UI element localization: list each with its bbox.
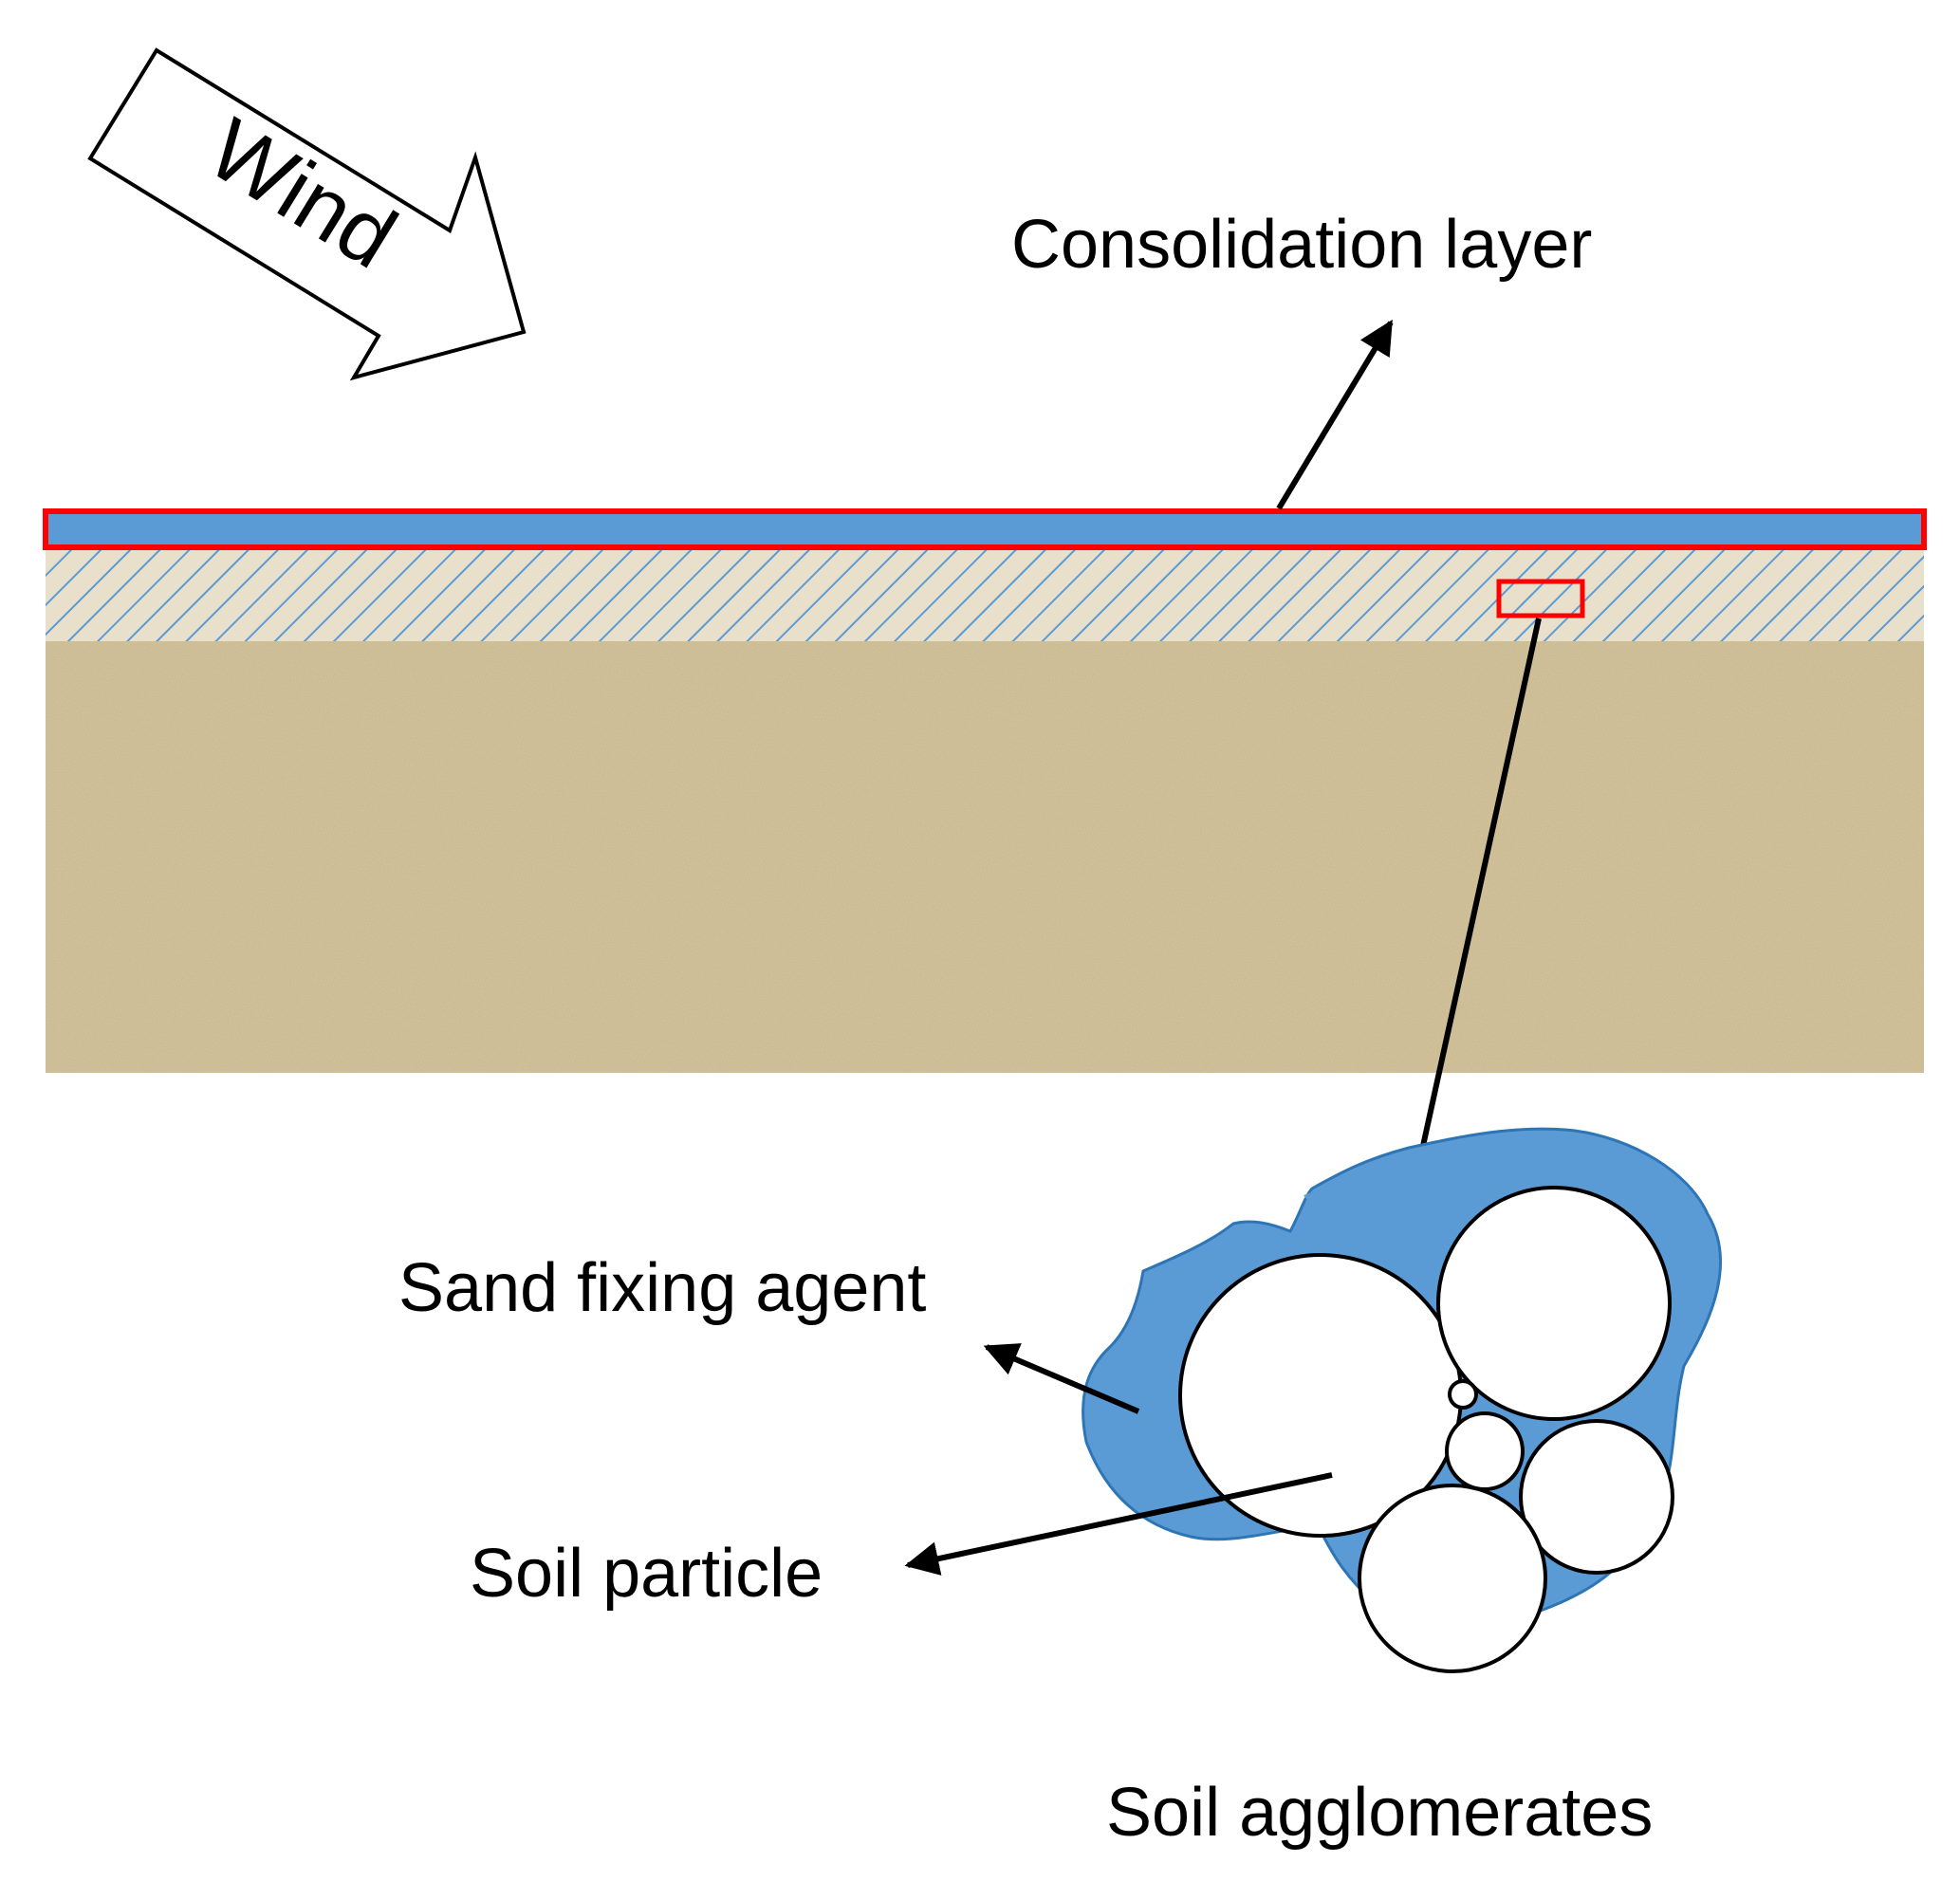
wind-arrow: Wind	[87, 47, 527, 381]
soil-particle-bottom	[1358, 1484, 1547, 1673]
soil-agglomerate	[1082, 1127, 1722, 1673]
soil-agglomerates-label: Soil agglomerates	[1106, 1775, 1653, 1851]
consolidation-pointer-arrow	[1276, 319, 1394, 510]
soil-particle-small	[1445, 1411, 1525, 1491]
consolidation-layer-label: Consolidation layer	[1011, 207, 1592, 283]
zoom-source-box	[1496, 579, 1585, 618]
soil-particle-right	[1519, 1419, 1674, 1575]
sand-fixing-agent-label: Sand fixing agent	[398, 1250, 926, 1326]
sand-ground	[46, 548, 1924, 1073]
zoom-arrow	[1396, 618, 1542, 1227]
soil-particle-top-right	[1436, 1186, 1672, 1421]
wind-arrow-shape	[87, 47, 527, 381]
soil-particle-label: Soil particle	[470, 1536, 823, 1612]
penetration-zone-lines	[46, 548, 1924, 641]
consolidation-layer	[43, 508, 1927, 550]
blob-notch	[1304, 1190, 1402, 1224]
sand-fixing-agent-pointer	[983, 1343, 1140, 1414]
soil-particle-tiny	[1448, 1379, 1478, 1410]
soil-particle-pointer	[904, 1472, 1333, 1576]
